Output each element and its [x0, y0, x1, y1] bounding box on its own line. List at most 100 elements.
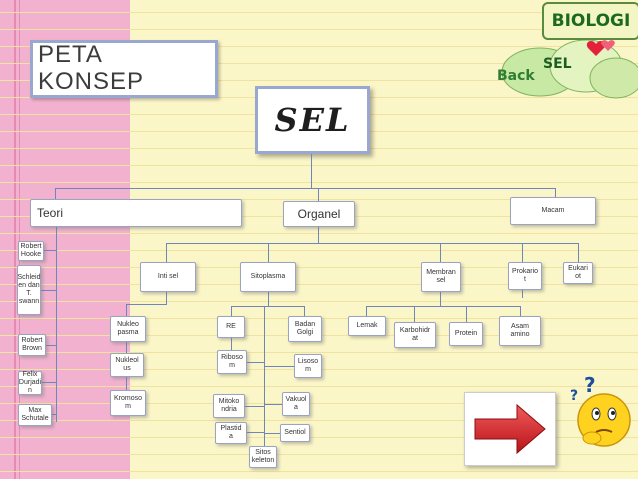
connector-line — [55, 188, 555, 189]
connector-line — [264, 366, 294, 367]
margin-line — [14, 0, 16, 479]
node-vakuola: Vakuol a — [282, 392, 310, 416]
notebook-line — [0, 250, 638, 251]
notebook-line — [0, 199, 638, 200]
connector-line — [311, 154, 312, 188]
connector-line — [318, 188, 319, 201]
sel-link[interactable]: SEL — [543, 56, 572, 72]
connector-line — [440, 292, 441, 306]
node-protein: Protein — [449, 322, 483, 346]
node-membran-sel: Membran sel — [421, 262, 461, 292]
node-felix: Felix Durjadi n — [18, 371, 42, 395]
biologi-logo: BIOLOGI — [542, 2, 638, 40]
connector-line — [247, 432, 264, 433]
connector-line — [126, 304, 167, 305]
connector-line — [166, 292, 167, 304]
connector-line — [268, 292, 269, 306]
node-nukleoplasma: Nukleo pasma — [110, 316, 146, 342]
notebook-line — [0, 46, 638, 47]
node-re: RE — [217, 316, 245, 338]
node-eukariot: Eukari ot — [563, 262, 593, 284]
connector-line — [366, 306, 520, 307]
connector-line — [304, 306, 305, 316]
svg-text:?: ? — [584, 373, 596, 397]
connector-line — [126, 377, 127, 390]
node-sitoskeleton: Sitos keleton — [249, 446, 277, 468]
connector-line — [520, 306, 521, 316]
node-sentiol: Sentiol — [280, 424, 310, 442]
node-ribosom: Riboso m — [217, 350, 247, 374]
connector-line — [52, 414, 57, 415]
title-line-2: KONSEP — [38, 68, 145, 95]
connector-line — [522, 243, 523, 262]
notebook-line — [0, 12, 638, 13]
notebook-line — [0, 182, 638, 183]
notebook-line — [0, 352, 638, 353]
connector-line — [42, 382, 57, 383]
node-prokariot: Prokario t — [508, 262, 542, 290]
notebook-line — [0, 284, 638, 285]
connector-line — [247, 362, 264, 363]
connector-line — [522, 290, 523, 298]
notebook-line — [0, 165, 638, 166]
margin-line-thin — [19, 0, 20, 479]
notebook-line — [0, 301, 638, 302]
connector-line — [55, 188, 56, 199]
title-box: PETA KONSEP — [30, 40, 218, 98]
connector-line — [245, 406, 264, 407]
thinking-smiley-icon: ? ? — [566, 372, 636, 452]
connector-line — [578, 243, 579, 262]
connector-line — [166, 243, 578, 244]
connector-line — [126, 342, 127, 353]
connector-line — [126, 304, 127, 316]
node-badan-golgi: Badan Golgi — [288, 316, 322, 342]
node-organel: Organel — [283, 201, 355, 227]
title-line-1: PETA — [38, 41, 103, 68]
connector-line — [440, 243, 441, 262]
page-title: PETA KONSEP — [38, 41, 144, 95]
node-mitokondria: Mitoko ndria — [213, 394, 245, 418]
notebook-line — [0, 267, 638, 268]
connector-line — [268, 243, 269, 262]
connector-line — [366, 306, 367, 316]
node-schleiden: Schleid en dan T. swann — [17, 265, 41, 315]
notebook-line — [0, 386, 638, 387]
node-inti-sel: Inti sel — [140, 262, 196, 292]
node-lemak: Lemak — [348, 316, 386, 336]
node-robert-hooke: Robert Hooke — [18, 241, 44, 261]
node-plastida: Plastid a — [215, 422, 247, 444]
node-teori: Teori — [30, 199, 242, 227]
node-max: Max Schutale — [18, 404, 52, 426]
connector-line — [466, 306, 467, 322]
notebook-line — [0, 63, 638, 64]
back-button[interactable]: Back — [497, 68, 535, 84]
connector-line — [318, 227, 319, 243]
notebook-line — [0, 403, 638, 404]
node-sitoplasma: Sitoplasma — [240, 262, 296, 292]
arrow-right-icon — [474, 403, 546, 455]
notebook-line — [0, 80, 638, 81]
connector-line — [56, 227, 57, 422]
connector-line — [46, 345, 57, 346]
node-asam-amino: Asam amino — [499, 316, 541, 346]
connector-line — [264, 306, 265, 446]
next-arrow-button[interactable] — [464, 392, 556, 466]
connector-line — [231, 338, 232, 350]
notebook-line — [0, 29, 638, 30]
node-nukleolus: Nukleol us — [110, 353, 144, 377]
connector-line — [414, 306, 415, 322]
node-macam: Macam — [510, 197, 596, 225]
center-node-sel: SEL — [255, 86, 370, 154]
connector-line — [231, 306, 305, 307]
node-karbohidrat: Karbohidr at — [394, 322, 436, 348]
leaf-logo-art — [501, 39, 638, 99]
connector-line — [264, 404, 282, 405]
svg-text:?: ? — [570, 388, 578, 404]
connector-line — [264, 433, 280, 434]
node-kromosom: Kromoso m — [110, 390, 146, 416]
connector-line — [41, 290, 57, 291]
logo-panel — [488, 0, 638, 100]
notebook-line — [0, 437, 638, 438]
node-robert-brown: Robert Brown — [18, 334, 46, 356]
